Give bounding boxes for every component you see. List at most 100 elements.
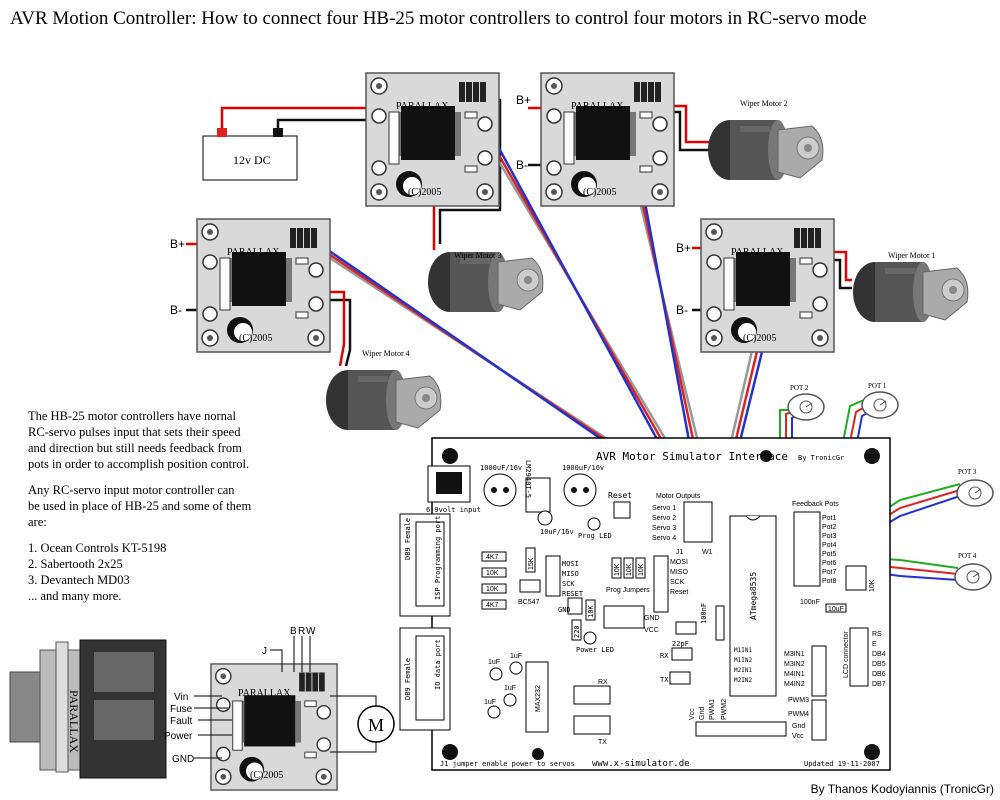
cap-label: 1uF xyxy=(510,653,522,660)
cap-label: 1000uF/16v xyxy=(480,464,522,472)
isp-pin-label: RESET xyxy=(562,590,584,598)
cap-label: 1uF xyxy=(504,685,516,692)
hb25-brand: PARALLAX xyxy=(238,688,291,699)
hb25-controller-mid-left: PARALLAX (C)2005 xyxy=(196,218,331,353)
vcc-label: VCC xyxy=(644,627,659,634)
pin-label: B xyxy=(290,626,297,637)
board-footer-left: J1 jumper enable power to servos xyxy=(440,760,575,768)
b-plus-label: B+ xyxy=(676,241,691,255)
note-paragraph-2: Any RC-servo input motor controller can … xyxy=(28,482,251,530)
note-line: are: xyxy=(28,515,47,529)
pin-label: Power xyxy=(164,731,193,742)
pwm-label: PWM4 xyxy=(788,711,809,718)
gnd-label: GND xyxy=(644,615,660,622)
pwm-label: PWM1 xyxy=(709,699,716,720)
hb25-brand: PARALLAX xyxy=(571,101,624,112)
lcd-pin-label: DB7 xyxy=(872,681,886,688)
isp-pin-label: SCK xyxy=(670,579,685,586)
hb25-year: (C)2005 xyxy=(408,187,441,198)
resistor-label: 10K xyxy=(614,563,621,576)
note-line: pots in order to accomplish position con… xyxy=(28,457,250,471)
pot-pin-label: Pot6 xyxy=(822,560,837,567)
gnd-label: Gnd xyxy=(792,723,805,730)
w1-label: W1 xyxy=(702,549,713,556)
gnd-label: GND xyxy=(558,606,571,614)
motor-input-label: M3IN2 xyxy=(784,661,805,668)
wiper-motor-1: Wiper Motor 1 xyxy=(852,251,969,323)
pin-label: W xyxy=(306,626,316,637)
motor-symbol-icon xyxy=(357,705,395,743)
reset-label: Reset xyxy=(608,491,632,500)
pin-label: Fuse xyxy=(170,704,193,715)
isp-pin-label: MOSI xyxy=(562,560,579,568)
prog-jumpers-label: Prog Jumpers xyxy=(606,587,650,594)
resistor-label: 10K xyxy=(486,586,499,593)
pot-1: POT 1 xyxy=(861,382,899,419)
wiper-motor-3: Wiper Motor 3 xyxy=(427,251,544,313)
note-line: The HB-25 motor controllers have nornal xyxy=(28,409,236,423)
hb25-pinout-legend: PARALLAX (C)2005 Vin Fuse Fault Power GN… xyxy=(164,626,395,791)
motor-input-block: M3IN1 M3IN2 M4IN1 M4IN2 PWM3 PWM4 Gnd Vc… xyxy=(689,645,827,741)
servo-label: Servo 1 xyxy=(652,505,676,512)
vcc-label: Vcc xyxy=(689,708,696,720)
tx-label: TX xyxy=(660,676,669,684)
page-title: AVR Motion Controller: How to connect fo… xyxy=(10,8,867,29)
resistor-label: 10K xyxy=(626,563,633,576)
motor-label: Wiper Motor 3 xyxy=(454,251,502,260)
hb25-brand: PARALLAX xyxy=(227,247,280,258)
tx-label: TX xyxy=(598,739,607,746)
pot-2: POT 2 xyxy=(787,384,825,421)
pin-label: Vin xyxy=(174,692,188,703)
controller-list: 1. Ocean Controls KT-5198 2. Sabertooth … xyxy=(28,540,166,604)
power-input-label: 6-9volt input xyxy=(426,506,481,514)
isp-pin-label: Reset xyxy=(670,589,688,596)
cap-label: 1uF xyxy=(488,659,500,666)
cap-label: 1uF xyxy=(484,699,496,706)
io-port-label: IO data port xyxy=(434,639,442,690)
list-item: ... and many more. xyxy=(28,589,122,603)
wiper-motor-2: Wiper Motor 2 xyxy=(707,99,824,181)
motor-input-label: M2IN2 xyxy=(734,677,752,684)
pin-label: Fault xyxy=(170,716,192,727)
motor-label: Wiper Motor 1 xyxy=(888,251,936,260)
servo-label: Servo 3 xyxy=(652,525,676,532)
j1-label: J1 xyxy=(676,549,684,556)
lcd-pin-label: RS xyxy=(872,631,882,638)
pot-pin-label: Pot2 xyxy=(822,524,837,531)
note-line: Any RC-servo input motor controller can xyxy=(28,483,235,497)
b-plus-label: B+ xyxy=(516,93,531,107)
hb25-controller-top-left: PARALLAX (C)2005 xyxy=(365,72,500,207)
wiper-motor-4: Wiper Motor 4 xyxy=(325,349,442,431)
hb25-year: (C)2005 xyxy=(250,770,283,781)
motor-outputs-header: Motor Outputs Servo 1 Servo 2 Servo 3 Se… xyxy=(652,493,713,556)
transistor-label: BC547 xyxy=(518,599,540,606)
pot-pin-label: Pot3 xyxy=(822,533,837,540)
rx-label: RX xyxy=(660,652,669,660)
regulator-label: LM2940T-5 xyxy=(524,460,532,498)
board-title: AVR Motor Simulator Interface xyxy=(596,450,788,463)
lcd-pin-label: E xyxy=(872,641,877,648)
rx-label: RX xyxy=(598,679,608,686)
b-minus-label: B- xyxy=(676,303,688,317)
note-line: RC-servo pulses input that sets their sp… xyxy=(28,425,241,439)
cap-label: 100nF xyxy=(700,603,708,624)
vcc-label: Vcc xyxy=(792,733,804,740)
hb25-brand: PARALLAX xyxy=(396,101,449,112)
cap-label: 10uF/16v xyxy=(540,528,574,536)
lcd-pin-label: DB4 xyxy=(872,651,886,658)
pin-label: R xyxy=(298,626,305,637)
hb25-year: (C)2005 xyxy=(743,333,776,344)
hb25-controller-mid-right: PARALLAX (C)2005 xyxy=(700,218,835,353)
resistor-label: 4K7 xyxy=(486,602,499,609)
list-item: 1. Ocean Controls KT-5198 xyxy=(28,541,167,555)
resistor-label: 10K xyxy=(587,605,595,618)
pin-label: J xyxy=(262,646,267,657)
b-plus-label: B+ xyxy=(170,237,185,251)
resistor-label: 220 xyxy=(573,625,581,638)
pot-label: POT 4 xyxy=(958,552,977,560)
lcd-pin-label: DB5 xyxy=(872,661,886,668)
max232-section: MAX232 1uF 1uF 1uF 1uF RX TX xyxy=(484,653,611,746)
pot-3: POT 3 xyxy=(956,468,994,507)
isp-pin-label: MISO xyxy=(562,570,579,578)
